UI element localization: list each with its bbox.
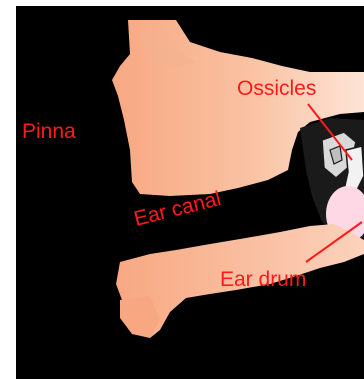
label-ear-drum: Ear drum xyxy=(220,268,306,291)
label-pinna: Pinna xyxy=(22,120,76,143)
label-ossicles: Ossicles xyxy=(237,77,316,100)
